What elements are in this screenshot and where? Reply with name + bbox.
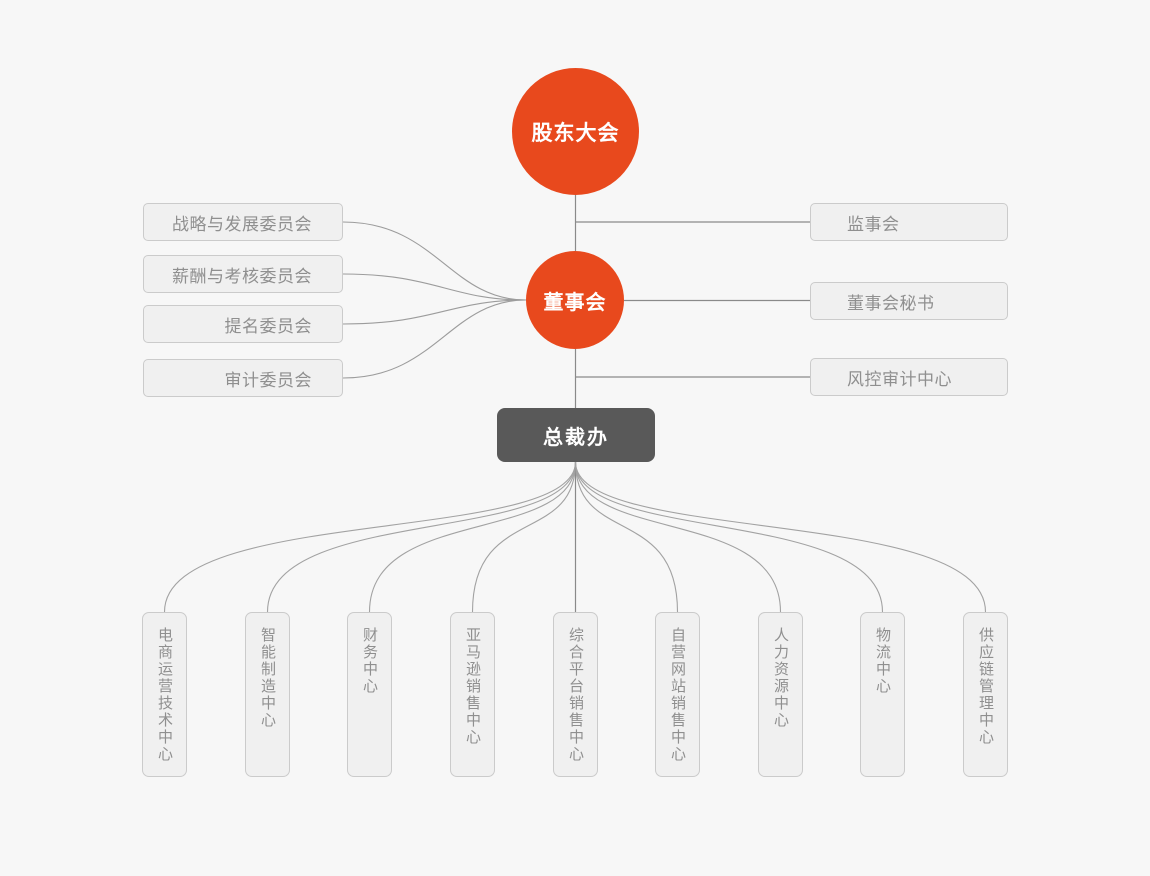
node-board-of-directors[interactable]: 董事会 bbox=[526, 251, 624, 349]
edge-board-compensation-committee bbox=[342, 273, 527, 301]
edge-office-center-3 bbox=[368, 461, 577, 613]
node-smart-manufacturing-center[interactable]: 智能制造中心 bbox=[245, 612, 290, 777]
edge-office-center-2 bbox=[266, 461, 577, 613]
edge-office-center-1 bbox=[163, 461, 577, 613]
node-strategy-development-committee[interactable]: 战略与发展委员会 bbox=[143, 203, 343, 241]
node-board-secretary[interactable]: 董事会秘书 bbox=[810, 282, 1008, 320]
node-logistics-center[interactable]: 物流中心 bbox=[860, 612, 905, 777]
committee-label: 薪酬与考核委员会 bbox=[172, 266, 312, 286]
node-supervisory-board[interactable]: 监事会 bbox=[810, 203, 1008, 241]
node-board-of-directors-label: 董事会 bbox=[543, 291, 607, 314]
body-label: 风控审计中心 bbox=[847, 369, 952, 389]
edge-office-center-9 bbox=[574, 461, 987, 613]
node-amazon-sales-center[interactable]: 亚马逊销售中心 bbox=[450, 612, 495, 777]
center-label: 电商运营技术中心 bbox=[156, 627, 173, 763]
edge-office-center-6 bbox=[574, 461, 679, 613]
node-ecommerce-ops-tech-center[interactable]: 电商运营技术中心 bbox=[142, 612, 187, 777]
edge-office-center-8 bbox=[574, 461, 884, 613]
center-label: 物流中心 bbox=[874, 627, 891, 695]
node-president-office-label: 总裁办 bbox=[543, 426, 609, 449]
edge-office-center-4 bbox=[471, 461, 577, 613]
node-shareholders-meeting-label: 股东大会 bbox=[531, 121, 620, 145]
node-platform-sales-center[interactable]: 综合平台销售中心 bbox=[553, 612, 598, 777]
edge-board-audit-committee bbox=[342, 299, 527, 379]
committee-label: 战略与发展委员会 bbox=[172, 214, 312, 234]
center-label: 智能制造中心 bbox=[259, 627, 276, 729]
center-label: 财务中心 bbox=[361, 627, 378, 695]
center-label: 亚马逊销售中心 bbox=[464, 627, 481, 746]
center-label: 人力资源中心 bbox=[772, 627, 789, 729]
node-own-website-sales-center[interactable]: 自营网站销售中心 bbox=[655, 612, 700, 777]
committee-label: 提名委员会 bbox=[224, 316, 312, 336]
node-president-office[interactable]: 总裁办 bbox=[497, 408, 655, 462]
node-supply-chain-center[interactable]: 供应链管理中心 bbox=[963, 612, 1008, 777]
node-human-resources-center[interactable]: 人力资源中心 bbox=[758, 612, 803, 777]
center-label: 综合平台销售中心 bbox=[567, 627, 584, 763]
body-label: 董事会秘书 bbox=[847, 293, 935, 313]
node-shareholders-meeting[interactable]: 股东大会 bbox=[512, 68, 639, 195]
committee-label: 审计委员会 bbox=[224, 370, 312, 390]
body-label: 监事会 bbox=[847, 214, 900, 234]
node-risk-audit-center[interactable]: 风控审计中心 bbox=[810, 358, 1008, 396]
node-nomination-committee[interactable]: 提名委员会 bbox=[143, 305, 343, 343]
node-finance-center[interactable]: 财务中心 bbox=[347, 612, 392, 777]
edge-board-nomination-committee bbox=[342, 299, 527, 325]
edge-office-center-7 bbox=[574, 461, 782, 613]
node-compensation-assessment-committee[interactable]: 薪酬与考核委员会 bbox=[143, 255, 343, 293]
center-label: 自营网站销售中心 bbox=[669, 627, 686, 763]
center-label: 供应链管理中心 bbox=[977, 627, 994, 746]
node-audit-committee[interactable]: 审计委员会 bbox=[143, 359, 343, 397]
edge-board-strategy-committee bbox=[342, 221, 527, 301]
